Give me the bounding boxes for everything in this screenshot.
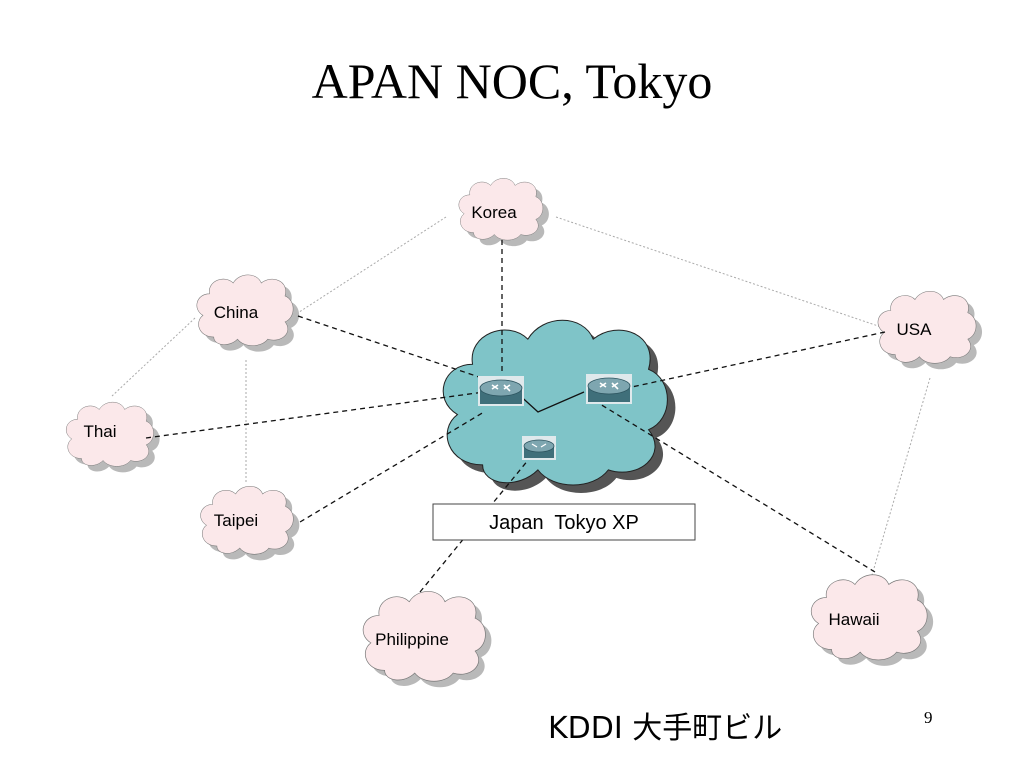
node-label-philippine: Philippine [375,630,449,649]
link-china-thai [111,317,196,397]
link-usa-router [617,331,886,391]
tokyo-xp-cloud [441,318,676,493]
node-label-korea: Korea [471,203,517,222]
node-label-china: China [214,303,259,322]
dotted-links [111,216,931,576]
footer-location: KDDI 大手町ビル [548,711,783,746]
link-hawaii-router [599,403,876,573]
router-icon [478,376,524,406]
link-korea-china [289,216,447,319]
link-china-router [297,315,489,381]
page-number: 9 [924,708,933,727]
router-icon [586,374,632,404]
node-label-thai: Thai [83,422,116,441]
node-label-usa: USA [897,320,933,339]
node-label-hawaii: Hawaii [828,610,879,629]
router-icon [522,436,556,460]
slide-title: APAN NOC, Tokyo [311,53,713,109]
node-label-taipei: Taipei [214,511,258,530]
link-korea-usa [555,216,891,331]
tokyo-xp-label-box: Japan Tokyo XP [432,503,696,541]
dashed-links [145,240,886,593]
tokyo-xp-label: Japan Tokyo XP [489,512,639,534]
link-thai-router [145,391,485,439]
link-usa-hawaii [871,377,931,576]
